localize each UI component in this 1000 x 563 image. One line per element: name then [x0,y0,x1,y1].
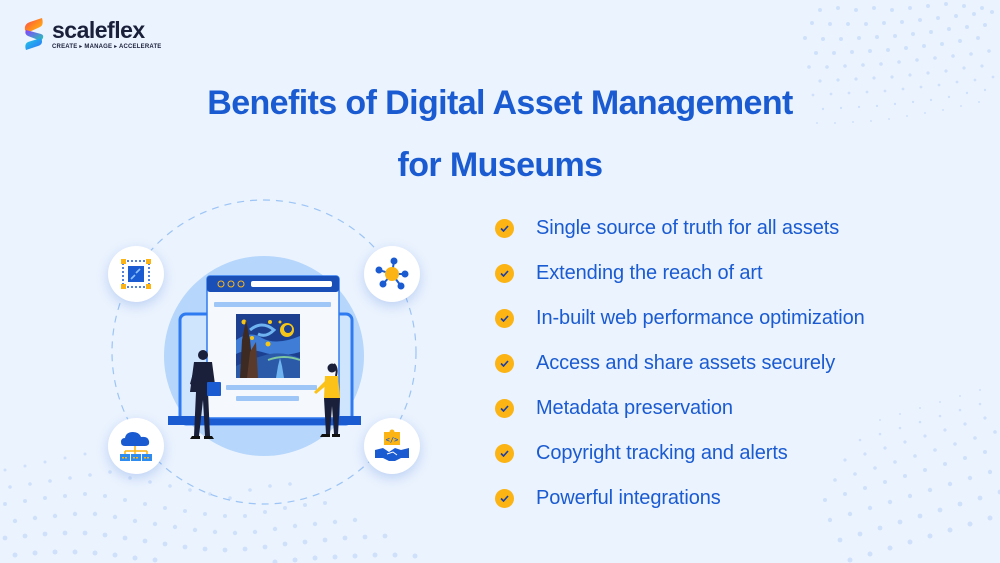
benefit-label: Copyright tracking and alerts [536,442,788,464]
check-icon [495,489,514,508]
benefit-label: Metadata preservation [536,397,733,419]
badge-integration: </> [364,418,420,474]
window-dot-3 [237,280,245,288]
scaleflex-logo[interactable]: scaleflex CREATE ▸ MANAGE ▸ ACCELERATE [22,17,162,51]
window-dot-1 [217,280,225,288]
dashed-orbit-ring [111,199,417,505]
benefit-item: Extending the reach of art [495,251,865,296]
benefit-label: Access and share assets securely [536,352,836,374]
benefit-item: Metadata preservation [495,386,865,431]
browser-address-bar [251,281,332,287]
window-dot-2 [227,280,235,288]
cloud-hierarchy-icon [120,432,152,461]
benefit-label: Extending the reach of art [536,262,763,284]
benefit-label: Single source of truth for all assets [536,217,840,239]
man-figure [190,350,221,439]
brand-name: scaleflex [52,16,145,43]
benefit-item: Access and share assets securely [495,341,865,386]
brand-tagline: CREATE ▸ MANAGE ▸ ACCELERATE [52,43,162,50]
badge-cloud-hierarchy [108,418,164,474]
badge-network-hub [364,246,420,302]
check-icon [495,219,514,238]
content-bar-middle [226,385,317,390]
integration-handshake-icon: </> [375,429,409,461]
svg-text:</>: </> [386,436,399,444]
compress-icon [121,259,151,289]
benefits-list: Single source of truth for all assets Ex… [495,206,865,521]
woman-figure [314,363,340,437]
network-hub-icon [375,257,409,290]
page-title-line-2: for Museums [397,146,604,184]
check-icon [495,354,514,373]
benefit-item: Powerful integrations [495,476,865,521]
badge-compress [108,246,164,302]
page-title: Benefits of Digital Asset Management for… [0,72,1000,196]
check-icon [495,444,514,463]
page-title-line-1: Benefits of Digital Asset Management [207,84,793,122]
starry-night-painting [236,314,301,378]
content-bar-top [214,302,331,307]
content-bar-bottom [236,396,299,401]
check-icon [495,309,514,328]
benefit-label: Powerful integrations [536,487,721,509]
laptop-base [168,416,361,425]
benefit-item: Copyright tracking and alerts [495,431,865,476]
scaleflex-logo-icon [24,18,44,50]
benefit-label: In-built web performance optimization [536,307,865,329]
check-icon [495,264,514,283]
benefit-item: In-built web performance optimization [495,296,865,341]
check-icon [495,399,514,418]
benefit-item: Single source of truth for all assets [495,206,865,251]
